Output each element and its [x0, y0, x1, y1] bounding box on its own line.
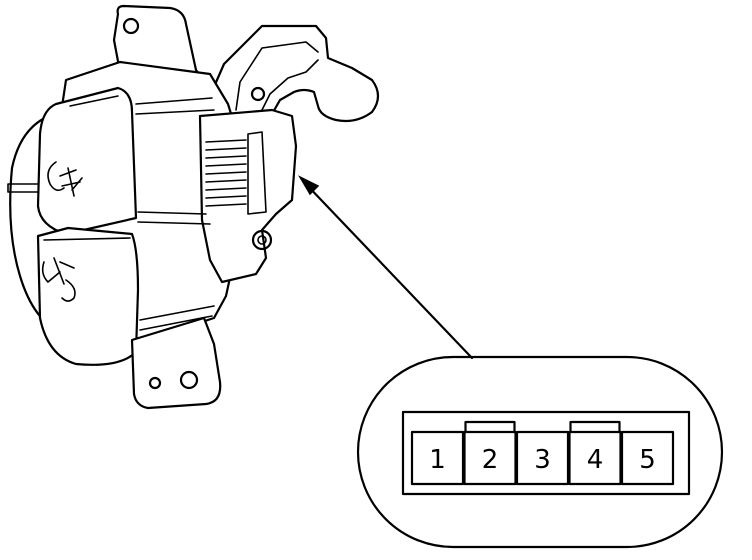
upper-rocker-button [36, 86, 138, 236]
bottom-bracket-hole [179, 370, 199, 390]
pin-cavity [463, 430, 517, 486]
connector-pins: 1 2 3 4 5 [410, 420, 675, 486]
pin-number-label: 1 [429, 445, 446, 475]
side-module-boss [251, 229, 273, 251]
housing-seam-lines [135, 97, 215, 331]
connector-housing-frame [247, 131, 267, 215]
connector-pin-3: 3 [515, 430, 570, 486]
pin-number-label: 3 [534, 445, 551, 475]
bottom-bracket-hole-small [148, 376, 162, 390]
right-bracket-hole [250, 86, 266, 102]
lower-button-icon [41, 257, 76, 302]
pin-number-label: 5 [639, 445, 656, 475]
right-bracket-inner-edge [235, 41, 319, 111]
pin-lock-tab [569, 420, 621, 434]
pin-cavity [410, 430, 465, 486]
connector-pin-5: 5 [620, 430, 675, 486]
pin-number-label: 4 [587, 445, 604, 475]
rear-cap-axle [7, 183, 41, 193]
leader-arrow [298, 175, 474, 360]
side-module-boss-inner [257, 235, 267, 245]
connector-pin-2: 2 [463, 420, 517, 486]
right-mounting-bracket [208, 24, 380, 124]
switch-assembly-drawing [7, 4, 380, 410]
top-bracket-hole [122, 17, 140, 35]
pin-number-label: 2 [482, 445, 499, 475]
arrow-head [298, 175, 320, 196]
upper-rocker-highlight [69, 95, 119, 107]
pin-cavity [620, 430, 675, 486]
connector-face-outer [401, 410, 691, 496]
pin-lock-tab [464, 420, 516, 434]
callout-rounded-outline [356, 355, 724, 549]
bottom-mounting-bracket [130, 316, 222, 410]
lower-rocker-button [36, 226, 140, 366]
connector-pin-1: 1 [410, 430, 465, 486]
upper-button-icon [47, 161, 83, 197]
connector-callout: 1 2 3 4 5 [356, 355, 724, 549]
pin-cavity [568, 430, 622, 486]
connector-housing-ribs [205, 139, 247, 207]
lower-rocker-highlight [43, 237, 131, 241]
connector-pin-4: 4 [568, 420, 622, 486]
pin-cavity [515, 430, 570, 486]
